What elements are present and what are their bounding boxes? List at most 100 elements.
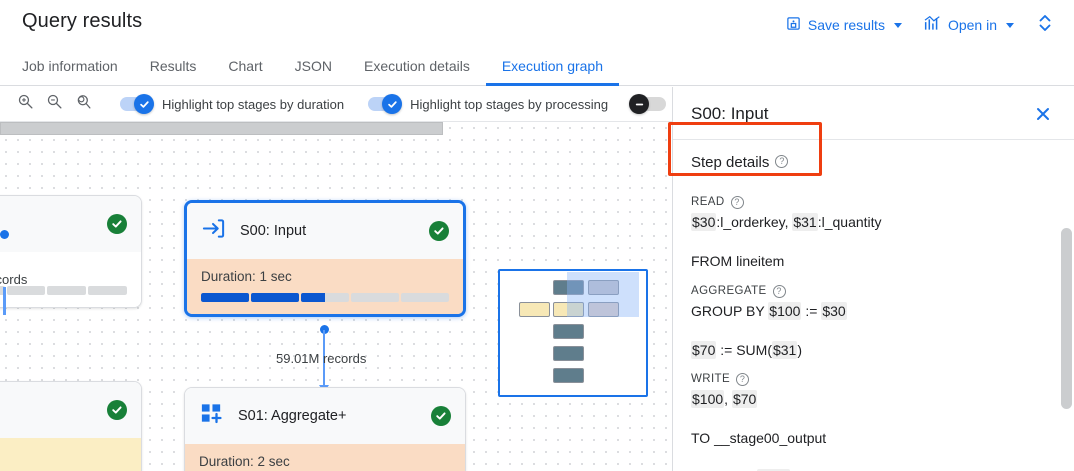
toggle-third-option[interactable] [620,87,678,121]
tab-results[interactable]: Results [149,57,197,74]
detail-line: $30:l_orderkey, $31:l_quantity [691,213,882,231]
progress-segment [6,286,46,295]
open-in-label: Open in [947,17,997,33]
step-details-heading: Step details ? [673,140,1074,183]
unfold-more-icon [1037,13,1053,38]
node-header: S00: Input [187,203,463,259]
progress-segment [47,286,87,295]
chevron-down-icon [893,22,902,28]
variable-token: $100 [768,301,802,320]
minimap-node [588,302,619,317]
toggle-knob [629,94,650,114]
graph-node-s01-aggregate[interactable]: S01: Aggregate+ Duration: 2 sec [184,387,466,471]
canvas-horizontal-scrollbar[interactable] [0,122,443,135]
panel-vertical-scrollbar[interactable] [1061,228,1072,409]
toggle-knob [382,94,403,114]
node-progress-bar [201,293,449,302]
variable-token: $30 [691,213,717,231]
zoom-reset-icon [75,93,92,115]
tab-chart[interactable]: Chart [228,57,263,74]
zoom-reset-button[interactable] [72,93,94,115]
node-header [0,196,141,252]
node-body [0,252,141,307]
check-circle-icon [429,221,449,241]
keyword-label: READ [691,196,725,208]
toggle-switch-processing[interactable] [368,94,403,114]
progress-segment [401,293,449,302]
input-arrow-icon [201,216,226,246]
minimap-viewport[interactable] [567,272,639,317]
detail-keyword-read: READ ? [691,195,1056,209]
chevron-down-icon [1006,22,1014,28]
open-in-button[interactable]: Open in [916,10,1022,40]
detail-line: $70 := SUM($31) [691,340,803,359]
keyword-label: AGGREGATE [691,284,767,297]
execution-graph-minimap[interactable] [498,269,648,397]
step-details-panel: S00: Input Step details ? READ ? $30:l_o… [672,87,1074,471]
panel-header: S00: Input [673,87,1074,139]
save-results-label: Save results [807,17,885,33]
graph-node-s00-input[interactable]: S00: Input Duration: 1 sec [184,200,466,317]
help-circle-icon[interactable]: ? [772,284,786,298]
zoom-out-button[interactable] [43,93,65,115]
variable-token: $100 [756,468,791,471]
tab-job-information[interactable]: Job information [22,57,118,74]
detail-line: $100, $70 [691,390,758,409]
edge-dot-s00 [320,325,329,334]
variable-token: $70 [731,390,758,409]
graph-node-partial-bottom[interactable] [0,381,142,471]
page-header: Query results Save results [0,0,1074,46]
edge-label-left: records [0,272,28,287]
zoom-in-icon [17,93,34,115]
minimap-node [519,302,550,317]
minimap-node [553,324,584,339]
save-results-button[interactable]: Save results [778,10,910,40]
toggle-label-duration: Highlight top stages by duration [162,96,345,112]
variable-token: $31 [792,213,818,231]
toggle-switch-third[interactable] [629,94,667,114]
page-title: Query results [22,10,143,32]
detail-keyword-write: WRITE ? [691,372,1056,387]
detail-keyword-aggregate: AGGREGATE ? [691,284,1056,298]
graph-node-partial-top[interactable] [0,195,142,308]
progress-segment [201,293,249,302]
toggle-highlight-duration[interactable]: Highlight top stages by duration [108,87,356,121]
tab-bar: Job information Results Chart JSON Execu… [0,46,1074,86]
panel-divider [673,139,1074,140]
node-body [0,438,141,471]
node-body: Duration: 1 sec [187,259,463,314]
help-circle-icon[interactable]: ? [736,373,750,387]
node-progress-bar [0,286,127,295]
zoom-controls [0,93,108,115]
tab-json[interactable]: JSON [294,57,332,74]
help-circle-icon[interactable]: ? [775,155,789,168]
check-circle-icon [107,214,127,234]
node-title: S01: Aggregate+ [238,408,347,424]
tab-execution-details[interactable]: Execution details [363,57,470,74]
tab-execution-graph[interactable]: Execution graph [485,46,620,86]
check-circle-icon [107,400,127,420]
toggle-knob [134,94,154,114]
help-circle-icon[interactable]: ? [730,196,744,209]
execution-graph-canvas[interactable]: records S00: Input Duration: 1 sec [0,122,672,471]
progress-segment [351,293,399,302]
zoom-in-button[interactable] [14,93,36,115]
variable-token: $30 [821,301,847,320]
step-details-label: Step details [691,154,770,171]
close-icon[interactable] [1030,101,1056,127]
save-disk-icon [786,16,801,34]
header-actions: Save results Open in [778,8,1062,42]
toggle-highlight-processing[interactable]: Highlight top stages by processing [356,87,620,121]
detail-line: BY HASH($100) [691,468,1056,471]
progress-segment [0,286,5,295]
step-details-body: READ ? $30:l_orderkey, $31:l_quantity FR… [673,195,1074,471]
unfold-more-icon-button[interactable] [1028,8,1062,42]
variable-token: $70 [691,340,717,359]
check-circle-icon [431,406,451,426]
minimap-node [588,280,619,295]
toggle-switch-duration[interactable] [120,94,154,114]
detail-line: GROUP BY $100 := $30 [691,301,847,320]
node-duration-label: Duration: 1 sec [201,269,292,284]
variable-token: $31 [771,340,798,359]
